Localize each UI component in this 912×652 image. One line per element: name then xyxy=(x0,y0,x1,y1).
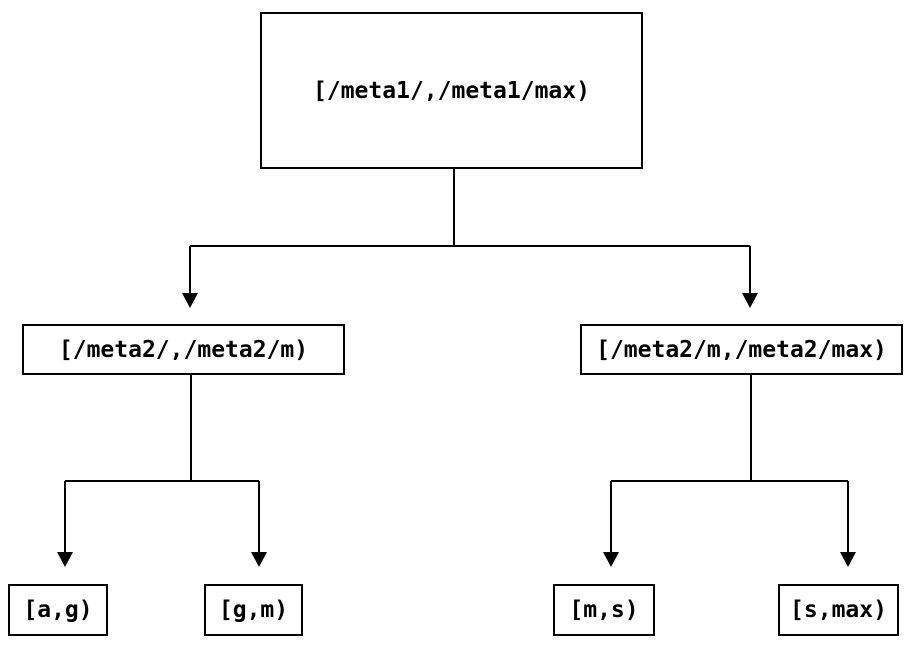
node-leaf-ms-label: [m,s) xyxy=(569,597,639,623)
node-leaf-gm-label: [g,m) xyxy=(218,597,289,623)
edge-right-to-leaves xyxy=(610,375,849,552)
edge-left-to-leaves xyxy=(64,375,260,552)
node-right-child-label: [/meta2/m,/meta2/max) xyxy=(596,336,887,363)
node-leaf-ag-label: [a,g) xyxy=(23,597,93,623)
node-leaf-smax-label: [s,max) xyxy=(790,597,887,623)
node-leaf-gm: [g,m) xyxy=(204,584,303,636)
node-leaf-ag: [a,g) xyxy=(8,584,108,636)
arrowhead-leaf-2 xyxy=(603,552,619,567)
node-left-child-label: [/meta2/,/meta2/m) xyxy=(58,336,309,363)
arrowhead-right-child xyxy=(742,293,758,308)
node-root-label: [/meta1/,/meta1/max) xyxy=(313,77,590,104)
arrowhead-leaf-1 xyxy=(251,552,267,567)
arrowhead-leaf-3 xyxy=(840,552,856,567)
arrowhead-left-child xyxy=(182,293,198,308)
node-leaf-smax: [s,max) xyxy=(778,584,899,636)
node-right-child: [/meta2/m,/meta2/max) xyxy=(580,324,903,375)
node-left-child: [/meta2/,/meta2/m) xyxy=(22,324,345,375)
node-leaf-ms: [m,s) xyxy=(553,584,655,636)
edge-root-to-children xyxy=(189,169,751,293)
arrowhead-leaf-0 xyxy=(57,552,73,567)
node-root: [/meta1/,/meta1/max) xyxy=(260,12,643,169)
